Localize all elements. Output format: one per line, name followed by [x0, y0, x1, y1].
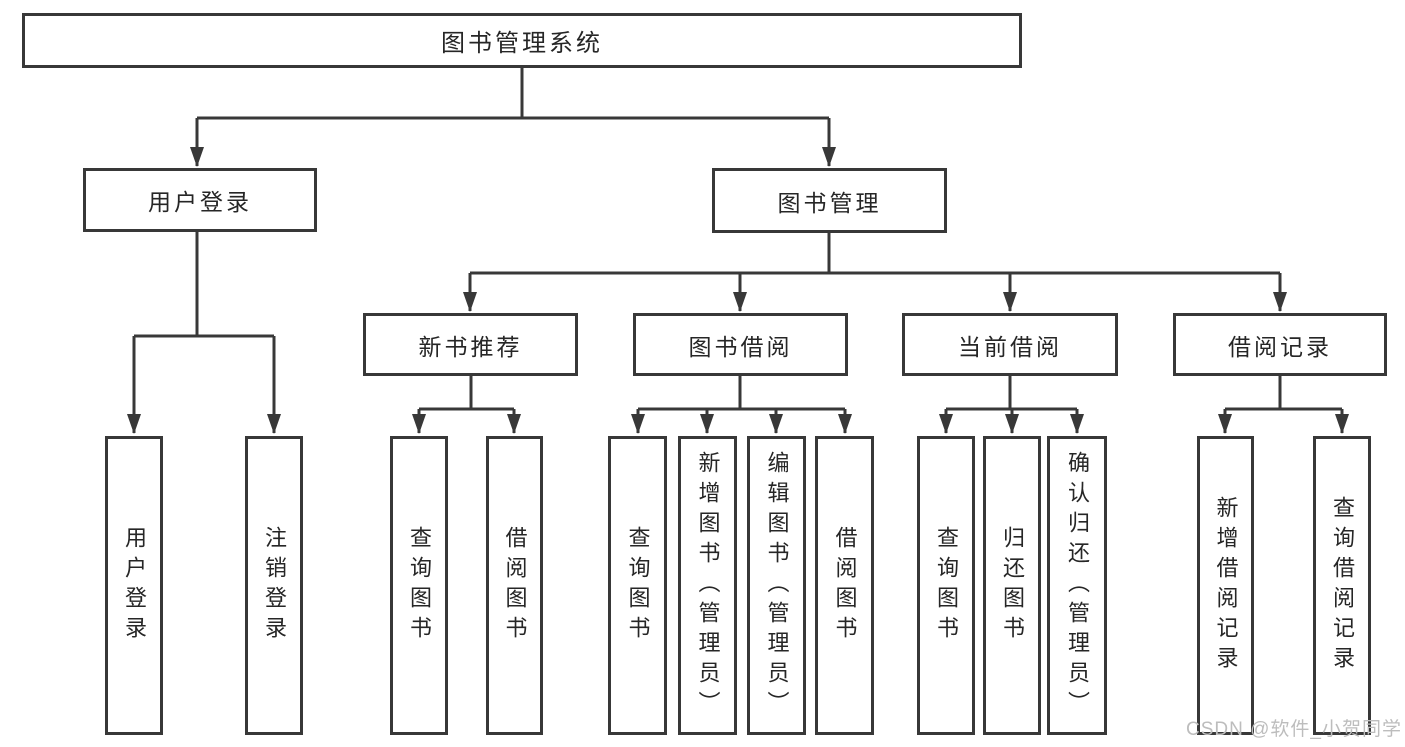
node-leaf-add-book-admin: 新增图书（管理员）	[678, 436, 737, 735]
node-leaf-confirm-return-admin: 确认归还（管理员）	[1047, 436, 1107, 735]
connector-current-borrow-children	[939, 376, 1084, 434]
connector-user-login-children	[127, 232, 281, 434]
node-borrow-records: 借阅记录	[1173, 313, 1387, 376]
node-book-borrow: 图书借阅	[633, 313, 848, 376]
connector-root-to-level2	[190, 68, 836, 167]
node-leaf-return-book: 归还图书	[983, 436, 1041, 735]
node-leaf-user-login: 用户登录	[105, 436, 163, 735]
node-user-login: 用户登录	[83, 168, 317, 232]
node-leaf-query-books-current: 查询图书	[917, 436, 975, 735]
connector-borrow-records-children	[1218, 376, 1349, 434]
connector-new-book-children	[412, 376, 521, 434]
node-new-book-recommend: 新书推荐	[363, 313, 578, 376]
node-leaf-borrow-books-recommend: 借阅图书	[486, 436, 543, 735]
node-current-borrow: 当前借阅	[902, 313, 1118, 376]
node-leaf-query-borrow-record: 查询借阅记录	[1313, 436, 1371, 735]
connector-book-borrow-children	[631, 376, 852, 434]
node-leaf-logout: 注销登录	[245, 436, 303, 735]
node-book-management: 图书管理	[712, 168, 947, 233]
node-library-management-system: 图书管理系统	[22, 13, 1022, 68]
node-leaf-add-borrow-record: 新增借阅记录	[1197, 436, 1254, 735]
node-leaf-query-books-recommend: 查询图书	[390, 436, 448, 735]
node-leaf-query-books-borrow: 查询图书	[608, 436, 667, 735]
connector-book-management-children	[463, 233, 1287, 312]
csdn-watermark: CSDN @软件_小贺同学	[1186, 719, 1402, 740]
node-leaf-borrow-books: 借阅图书	[815, 436, 874, 735]
node-leaf-edit-book-admin: 编辑图书（管理员）	[747, 436, 806, 735]
